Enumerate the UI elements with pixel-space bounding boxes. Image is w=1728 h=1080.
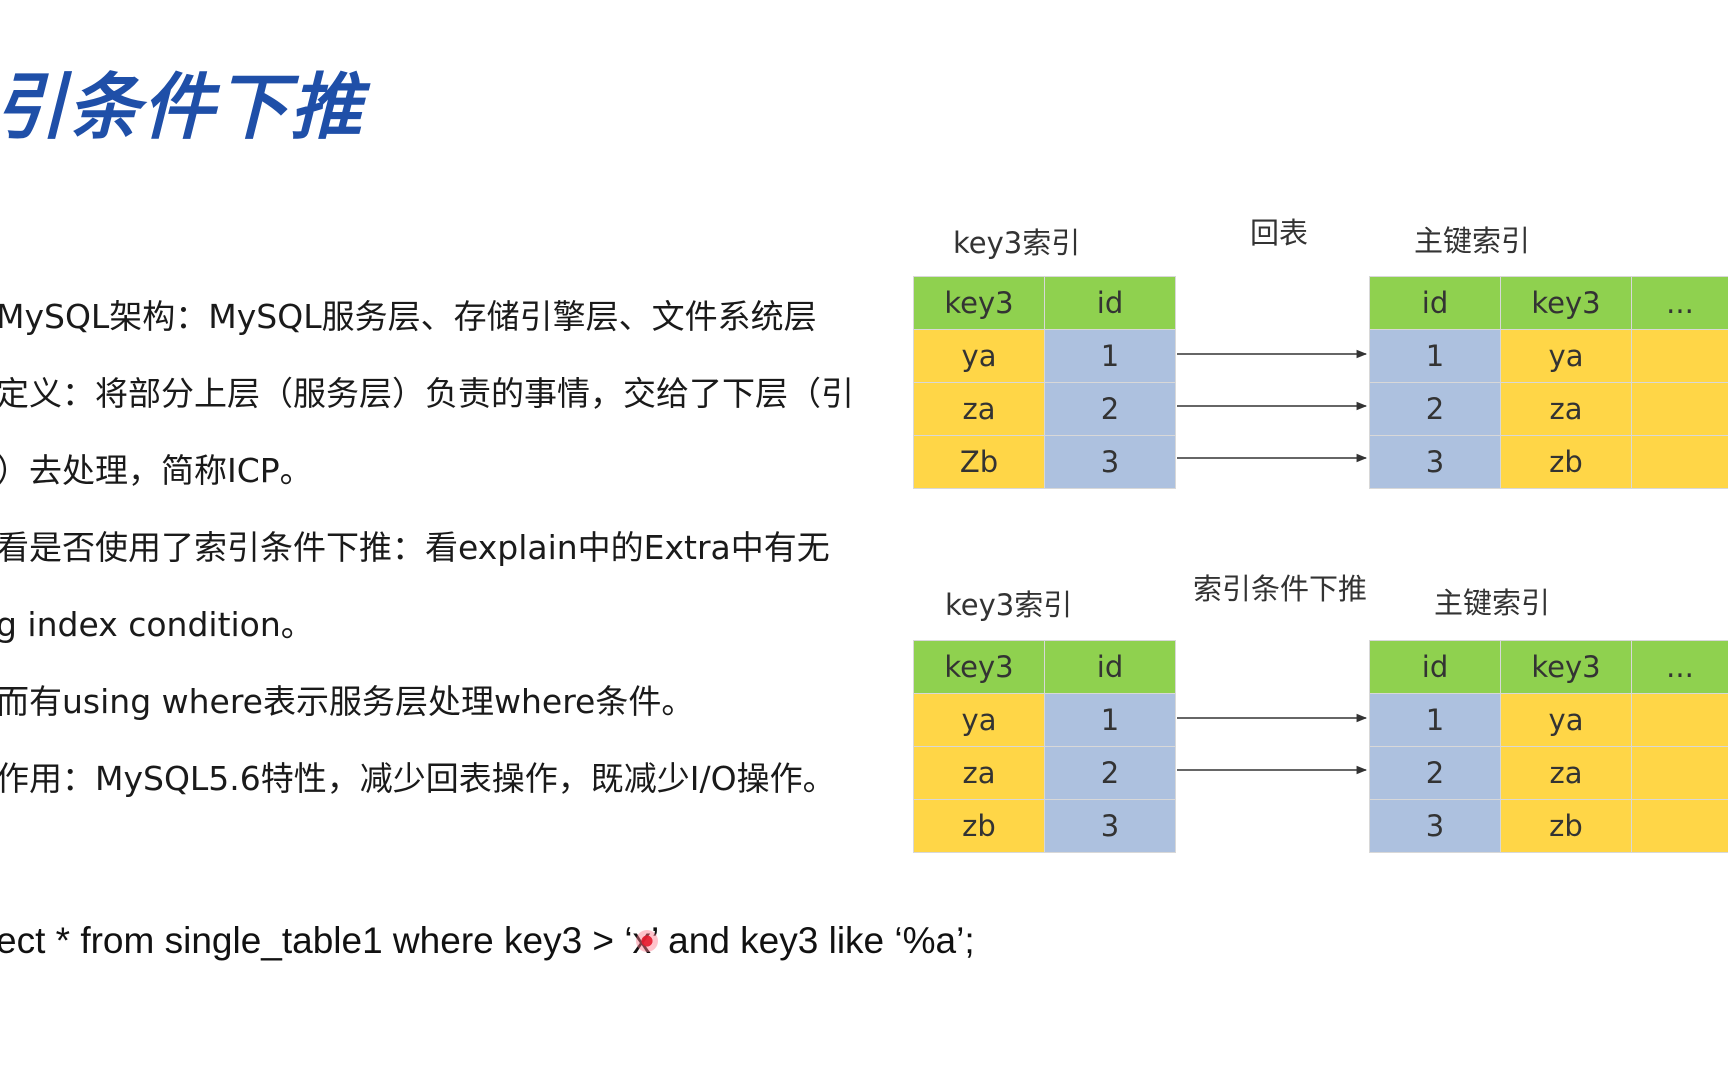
key3-cell: ya (913, 329, 1045, 383)
header-cell: key3 (913, 276, 1045, 330)
pointer-marker (636, 930, 658, 952)
diagram1-left-label: key3索引 (953, 226, 1081, 260)
header-cell: ... (1631, 640, 1728, 694)
diagram2-left-label: key3索引 (945, 588, 1073, 622)
extra-cell (1631, 746, 1728, 800)
id-cell: 1 (1369, 329, 1501, 383)
id-cell: 3 (1044, 799, 1176, 853)
diagram2-key3-index-table: key3 id ya 1 za 2 zb 3 (913, 640, 1176, 853)
header-cell: id (1044, 276, 1176, 330)
key3-cell: ya (1500, 329, 1632, 383)
diagram1-right-label: 主键索引 (1414, 224, 1531, 258)
id-cell: 1 (1044, 329, 1176, 383)
diagram2-right-label: 主键索引 (1434, 586, 1551, 620)
id-cell: 3 (1044, 435, 1176, 489)
bullet-architecture: MySQL架构：MySQL服务层、存储引擎层、文件系统层 (0, 297, 817, 336)
bullet-definition: 定义：将部分上层（服务层）负责的事情，交给了下层（引 (0, 374, 854, 413)
diagram1-primary-index-table: id key3 ... 1 ya 2 za 3 zb (1369, 276, 1728, 489)
diagram2-middle-label: 索引条件下推 (1193, 572, 1368, 606)
bullet-using-where: 而有using where表示服务层处理where条件。 (0, 682, 695, 721)
key3-cell: Zb (913, 435, 1045, 489)
id-cell: 2 (1369, 746, 1501, 800)
bullet-check: 看是否使用了索引条件下推：看explain中的Extra中有无 (0, 528, 830, 567)
id-cell: 1 (1044, 693, 1176, 747)
id-cell: 2 (1044, 746, 1176, 800)
key3-cell: za (1500, 746, 1632, 800)
key3-cell: zb (1500, 799, 1632, 853)
extra-cell (1631, 799, 1728, 853)
sql-statement: ect * from single_table1 where key3 > ‘x… (0, 920, 975, 961)
extra-cell (1631, 435, 1728, 489)
key3-cell: za (1500, 382, 1632, 436)
key3-cell: ya (1500, 693, 1632, 747)
page-title: 引条件下推 (0, 65, 365, 149)
id-cell: 2 (1044, 382, 1176, 436)
extra-cell (1631, 329, 1728, 383)
header-cell: id (1044, 640, 1176, 694)
header-cell: key3 (913, 640, 1045, 694)
header-cell: key3 (1500, 276, 1632, 330)
diagram1-key3-index-table: key3 id ya 1 za 2 Zb 3 (913, 276, 1176, 489)
bullet-check-cont: g index condition。 (0, 605, 314, 644)
header-cell: key3 (1500, 640, 1632, 694)
extra-cell (1631, 693, 1728, 747)
key3-cell: zb (913, 799, 1045, 853)
bullet-purpose: 作用：MySQL5.6特性，减少回表操作，既减少I/O操作。 (0, 759, 836, 798)
extra-cell (1631, 382, 1728, 436)
bullet-definition-cont: ）去处理，简称ICP。 (0, 451, 313, 490)
key3-cell: za (913, 382, 1045, 436)
diagram1-middle-label: 回表 (1250, 216, 1309, 250)
id-cell: 3 (1369, 435, 1501, 489)
diagram2-primary-index-table: id key3 ... 1 ya 2 za 3 zb (1369, 640, 1728, 853)
header-cell: id (1369, 276, 1501, 330)
